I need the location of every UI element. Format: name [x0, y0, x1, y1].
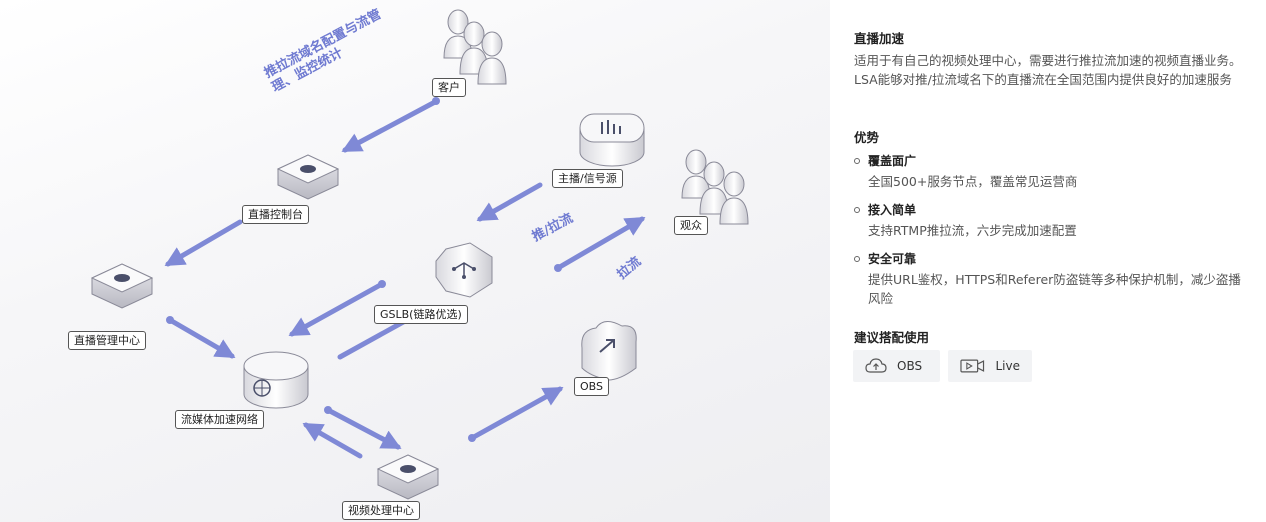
diagram-canvas: [90, 9, 749, 500]
arrow-start-dot: [166, 316, 174, 324]
info-panel: 直播加速 适用于有自己的视频处理中心，需要进行推拉流加速的视频直播业务。 LSA…: [830, 0, 1266, 522]
advantage-desc: 提供URL鉴权，HTTPS和Referer防盗链等多种保护机制，减少盗播风险: [868, 272, 1241, 306]
arrow-pull-to-audience: [555, 216, 646, 271]
advantages-title: 优势: [854, 130, 880, 145]
arrow-processing-to-network: [302, 422, 363, 459]
arrow-network-to-processing: [325, 407, 402, 450]
arrow-start-dot: [432, 97, 440, 105]
streaming-network-cylinder-icon: [243, 351, 309, 409]
arrow-processing-to-obs: [469, 386, 564, 441]
bullet-icon: [854, 207, 860, 213]
arrow-start-dot: [324, 406, 332, 414]
node-label-audience: 观众: [674, 216, 708, 235]
advantage-title: 接入简单: [868, 203, 917, 217]
arrow-start-dot: [378, 280, 386, 288]
panel-title: 直播加速: [854, 31, 905, 46]
arrow-gslb-to-network: [288, 281, 385, 337]
advantage-title: 覆盖面广: [868, 154, 917, 168]
arrow-source-to-gslb: [476, 182, 543, 222]
obs-cloud-icon: [581, 321, 637, 381]
bullet-icon: [854, 158, 860, 164]
node-label-live-mgmt: 直播管理中心: [68, 331, 146, 350]
arrow-customer-to-console: [341, 99, 438, 153]
gslb-hexagon-icon: [435, 242, 493, 298]
arrow-console-to-mgmt: [164, 219, 243, 267]
arrow-start-dot: [554, 264, 562, 272]
node-label-customer: 客户: [432, 78, 466, 97]
recommend-chip-live[interactable]: Live: [948, 350, 1032, 382]
node-label-obs: OBS: [574, 377, 609, 396]
video-processing-box-icon: [376, 454, 440, 500]
advantage-title: 安全可靠: [868, 252, 917, 266]
node-label-video-processing: 视频处理中心: [342, 501, 420, 520]
recommend-chip-label: Live: [995, 359, 1020, 373]
video-camera-icon: [960, 359, 985, 373]
flow-arrows: [164, 97, 646, 459]
arrow-start-dot: [468, 434, 476, 442]
architecture-diagram: 推拉流域名配置与流管理、监控统计 推/拉流 拉流 客户 直播控制台 直播管理中心…: [0, 0, 830, 522]
live-mgmt-box-icon: [90, 263, 154, 309]
recommend-title: 建议搭配使用: [854, 330, 930, 345]
panel-description: 适用于有自己的视频处理中心，需要进行推拉流加速的视频直播业务。 LSA能够对推/…: [854, 53, 1242, 87]
bullet-icon: [854, 256, 860, 262]
anchor-source-icon: [579, 113, 645, 167]
node-label-streaming-network: 流媒体加速网络: [175, 410, 264, 429]
recommend-chip-label: OBS: [897, 359, 923, 373]
recommend-chip-obs[interactable]: OBS: [853, 350, 940, 382]
live-console-box-icon: [276, 154, 340, 200]
advantage-desc: 全国500+服务节点，覆盖常见运营商: [868, 174, 1078, 189]
node-label-gslb: GSLB(链路优选): [374, 305, 468, 324]
node-label-live-console: 直播控制台: [242, 205, 309, 224]
cloud-upload-icon: [865, 358, 887, 373]
audience-people-icon: [681, 149, 749, 225]
customer-people-icon: [443, 9, 507, 85]
node-label-anchor-source: 主播/信号源: [552, 169, 623, 188]
advantage-desc: 支持RTMP推拉流，六步完成加速配置: [868, 223, 1077, 238]
arrow-mgmt-to-network: [167, 317, 236, 359]
